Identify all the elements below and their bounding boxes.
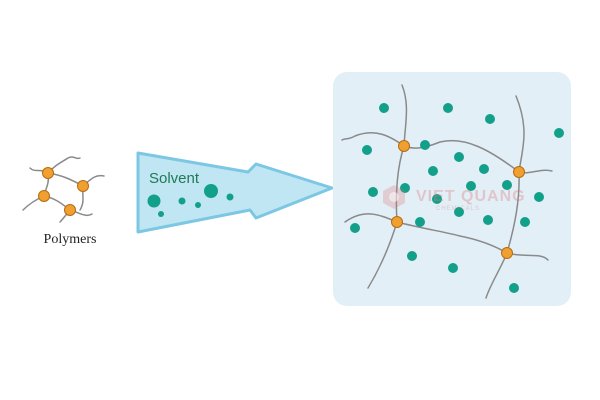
polymer-node bbox=[77, 180, 89, 192]
solvent-dot bbox=[466, 181, 476, 191]
polymer-node bbox=[42, 167, 54, 179]
solvent-dot bbox=[379, 103, 389, 113]
solvent-dot bbox=[362, 145, 372, 155]
solvent-dot bbox=[428, 166, 438, 176]
solvent-dot bbox=[432, 194, 442, 204]
solvent-dot bbox=[400, 183, 410, 193]
network-chain bbox=[367, 221, 398, 289]
network-node bbox=[501, 247, 513, 259]
solvent-dot bbox=[368, 187, 378, 197]
solvent-dot bbox=[443, 103, 453, 113]
network-chain bbox=[396, 221, 508, 254]
solvent-dot bbox=[147, 194, 161, 208]
network-node bbox=[513, 166, 525, 178]
solvent-dot bbox=[204, 184, 218, 198]
solvent-dot bbox=[454, 207, 464, 217]
solvent-dot bbox=[534, 192, 544, 202]
network-chain bbox=[341, 132, 405, 147]
solvent-dot bbox=[350, 223, 360, 233]
solvent-dot bbox=[520, 217, 530, 227]
solvent-arrow bbox=[136, 151, 334, 234]
polymer-nodes bbox=[38, 167, 89, 216]
solvent-dots bbox=[147, 184, 234, 217]
polymer-cluster bbox=[22, 156, 105, 223]
polymer-node bbox=[38, 190, 50, 202]
solvent-dot bbox=[479, 164, 489, 174]
solvent-dot bbox=[554, 128, 564, 138]
solvent-dot bbox=[158, 211, 164, 217]
polymers-label: Polymers bbox=[43, 232, 97, 247]
network-nodes bbox=[391, 140, 525, 259]
solvent-dot bbox=[420, 140, 430, 150]
solvent-dot bbox=[502, 180, 512, 190]
solvent-dot bbox=[407, 251, 417, 261]
solvent-dot bbox=[448, 263, 458, 273]
solvent-dot bbox=[509, 283, 519, 293]
solvent-dot bbox=[178, 197, 186, 205]
solvent-dot bbox=[415, 217, 425, 227]
solvent-dot bbox=[195, 202, 201, 208]
polymer-node bbox=[64, 204, 76, 216]
solvent-dot bbox=[454, 152, 464, 162]
network-chain bbox=[403, 139, 520, 173]
network-chains bbox=[341, 84, 553, 299]
network-chain bbox=[506, 171, 520, 254]
watermark-subtext: CHEMICALS bbox=[436, 206, 481, 212]
network-chain bbox=[515, 95, 525, 173]
solvent-dot bbox=[483, 215, 493, 225]
network-node bbox=[398, 140, 410, 152]
network-solvent-dots bbox=[350, 103, 564, 293]
solvent-dot bbox=[226, 193, 234, 201]
solvent-dot bbox=[485, 114, 495, 124]
network-node bbox=[391, 216, 403, 228]
watermark-logo-icon bbox=[383, 185, 405, 209]
polymer-chain bbox=[47, 156, 81, 174]
solvent-label: Solvent bbox=[149, 170, 200, 187]
watermark-text: VIET QUANG bbox=[416, 188, 526, 205]
polymer-network-panel bbox=[333, 72, 571, 306]
